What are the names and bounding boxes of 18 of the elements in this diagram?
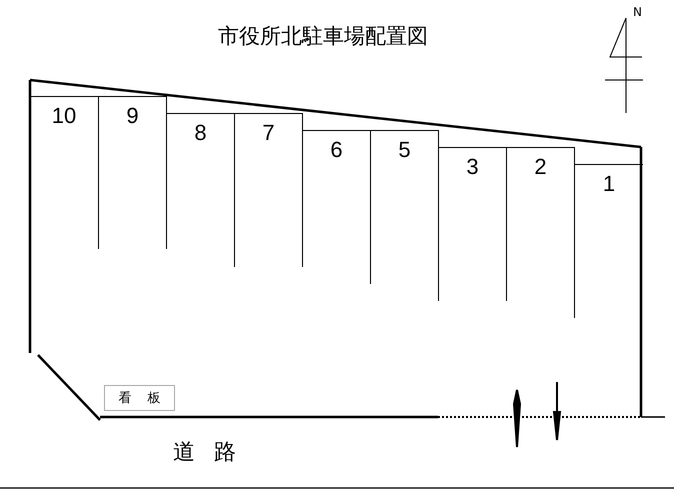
title: 市役所北駐車場配置図: [218, 23, 428, 50]
stall-number: 9: [126, 103, 139, 129]
stall-number: 6: [330, 137, 343, 163]
compass-letter: N: [633, 5, 642, 19]
stall-number: 8: [194, 120, 207, 146]
parking-stall: [574, 164, 643, 318]
parking-stall: [234, 113, 303, 267]
road-label: 道 路: [173, 439, 242, 467]
parking-stall: [438, 147, 507, 301]
parking-stall: [370, 130, 439, 284]
stall-number: 5: [398, 137, 411, 163]
signboard: [104, 385, 175, 411]
stall-number: 10: [52, 103, 76, 129]
stall-number: 1: [602, 171, 616, 197]
stall-number: 2: [534, 154, 547, 180]
stall-number: 3: [466, 154, 479, 180]
sign-text: 看 板: [118, 390, 167, 407]
stall-number: 7: [262, 120, 275, 146]
